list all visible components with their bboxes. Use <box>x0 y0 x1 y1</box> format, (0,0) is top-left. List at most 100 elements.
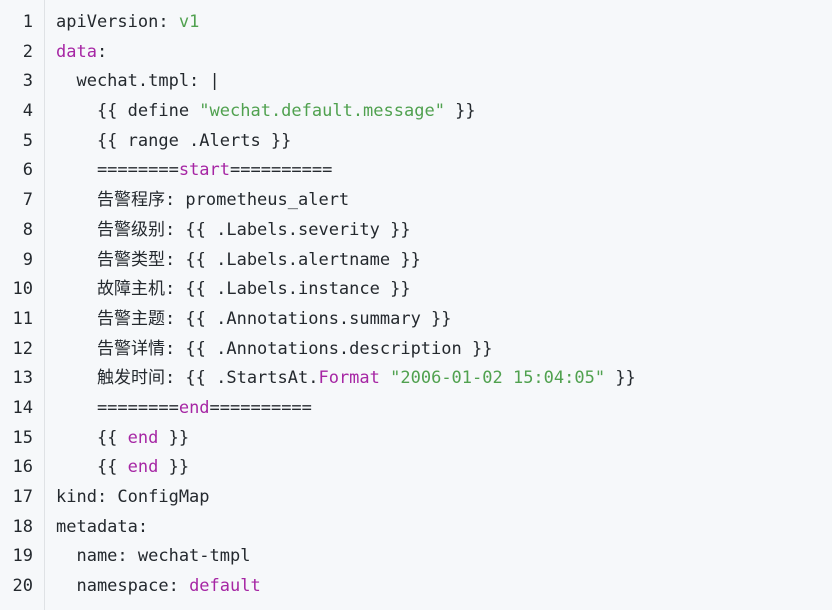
gutter-divider <box>44 0 45 610</box>
text-token: namespace: <box>56 576 190 597</box>
text-token: metadata: <box>56 516 149 537</box>
string-token: "2006-01-02 15:04:05" <box>390 368 606 389</box>
line-number: 10 <box>12 279 33 300</box>
line-code: {{ end }} <box>56 453 189 483</box>
line-number: 12 <box>12 338 33 359</box>
line-number: 16 <box>12 457 33 478</box>
line-code: 告警程序: prometheus_alert <box>56 186 349 216</box>
code-line: 7 告警程序: prometheus_alert <box>0 186 832 216</box>
line-number: 5 <box>22 130 33 151</box>
code-line: 10 故障主机: {{ .Labels.instance }} <box>0 275 832 305</box>
text-token: {{ define <box>56 101 200 122</box>
line-code: wechat.tmpl: | <box>56 67 220 97</box>
code-line: 13 触发时间: {{ .StartsAt.Format "2006-01-02… <box>0 364 832 394</box>
line-code: 触发时间: {{ .StartsAt.Format "2006-01-02 15… <box>56 364 636 394</box>
line-code: 故障主机: {{ .Labels.instance }} <box>56 275 411 305</box>
text-token: : <box>96 41 108 62</box>
line-number: 3 <box>22 71 33 92</box>
line-code: namespace: default <box>56 572 261 602</box>
text-token: }} <box>605 368 636 389</box>
text-token: name: wechat-tmpl <box>56 546 251 567</box>
text-token: }} <box>158 427 190 448</box>
line-number: 19 <box>12 546 33 567</box>
string-token: v1 <box>178 12 200 32</box>
code-line: 3 wechat.tmpl: | <box>0 67 832 97</box>
line-code: metadata: <box>56 513 148 543</box>
code-line: 11 告警主题: {{ .Annotations.summary }} <box>0 305 832 335</box>
text-token: }} <box>158 457 190 478</box>
text-token: 告警级别: {{ .Labels.severity }} <box>56 219 411 240</box>
line-number: 11 <box>12 308 33 329</box>
code-line: 6 ========start========== <box>0 156 832 186</box>
line-number: 15 <box>12 427 33 448</box>
line-number: 17 <box>12 487 33 507</box>
text-token: 告警主题: {{ .Annotations.summary }} <box>56 308 452 329</box>
code-line: 9 告警类型: {{ .Labels.alertname }} <box>0 246 832 276</box>
keyword-token: data <box>56 41 97 62</box>
line-number: 7 <box>22 190 33 211</box>
code-line: 18 metadata: <box>0 513 832 543</box>
keyword-token: end <box>127 457 159 478</box>
text-token: ========== <box>230 160 333 181</box>
string-token: "wechat.default.message" <box>199 101 445 122</box>
line-number: 13 <box>12 368 33 389</box>
line-code: ========end========== <box>56 394 312 424</box>
line-number: 18 <box>12 516 33 537</box>
text-token: {{ <box>56 427 128 448</box>
line-code: {{ end }} <box>56 424 189 454</box>
text-token: ======== <box>56 397 179 418</box>
line-number: 6 <box>22 160 33 181</box>
text-token: ========== <box>209 397 312 418</box>
line-code: data: <box>56 38 107 68</box>
line-number: 20 <box>12 576 33 597</box>
text-token: kind: ConfigMap <box>56 487 210 507</box>
keyword-token: end <box>127 427 159 448</box>
code-line: 19 name: wechat-tmpl <box>0 542 832 572</box>
line-code: kind: ConfigMap <box>56 483 210 513</box>
code-line: 8 告警级别: {{ .Labels.severity }} <box>0 216 832 246</box>
keyword-token: default <box>189 576 261 597</box>
line-code: 告警详情: {{ .Annotations.description }} <box>56 335 493 365</box>
line-code: 告警主题: {{ .Annotations.summary }} <box>56 305 452 335</box>
text-token: {{ <box>56 457 128 478</box>
code-line: 1 apiVersion: v1 <box>0 8 832 38</box>
code-line: 2 data: <box>0 38 832 68</box>
text-token <box>380 368 390 388</box>
text-token: }} <box>444 101 476 122</box>
code-line: 14 ========end========== <box>0 394 832 424</box>
line-number: 2 <box>22 41 33 62</box>
text-token: apiVersion: <box>56 12 179 32</box>
line-code: {{ range .Alerts }} <box>56 127 291 157</box>
code-line: 12 告警详情: {{ .Annotations.description }} <box>0 335 832 365</box>
line-code: {{ define "wechat.default.message" }} <box>56 97 476 127</box>
line-number: 8 <box>22 219 33 240</box>
code-line: 5 {{ range .Alerts }} <box>0 127 832 157</box>
text-token: 故障主机: {{ .Labels.instance }} <box>56 279 411 300</box>
keyword-token: Format <box>318 368 380 389</box>
text-token: 告警程序: prometheus_alert <box>56 190 350 211</box>
text-token: ======== <box>56 160 179 181</box>
line-code: ========start========== <box>56 156 332 186</box>
code-line: 17 kind: ConfigMap <box>0 483 832 513</box>
keyword-token: start <box>178 160 231 181</box>
code-line: 4 {{ define "wechat.default.message" }} <box>0 97 832 127</box>
line-code: 告警级别: {{ .Labels.severity }} <box>56 216 411 246</box>
code-line: 16 {{ end }} <box>0 453 832 483</box>
line-number: 9 <box>22 249 33 270</box>
line-code: apiVersion: v1 <box>56 8 199 38</box>
text-token: 告警类型: {{ .Labels.alertname }} <box>56 249 421 270</box>
code-line: 15 {{ end }} <box>0 424 832 454</box>
line-number: 14 <box>12 397 33 418</box>
line-code: name: wechat-tmpl <box>56 542 250 572</box>
text-token: 告警详情: {{ .Annotations.description }} <box>56 338 493 359</box>
code-line: 20 namespace: default <box>0 572 832 602</box>
line-number: 4 <box>22 101 33 122</box>
text-token: 触发时间: {{ .StartsAt. <box>56 368 319 389</box>
line-number: 1 <box>22 12 33 32</box>
line-code: 告警类型: {{ .Labels.alertname }} <box>56 246 421 276</box>
text-token: {{ range .Alerts }} <box>56 130 292 151</box>
text-token: wechat.tmpl: | <box>56 71 220 92</box>
keyword-token: end <box>178 397 210 418</box>
